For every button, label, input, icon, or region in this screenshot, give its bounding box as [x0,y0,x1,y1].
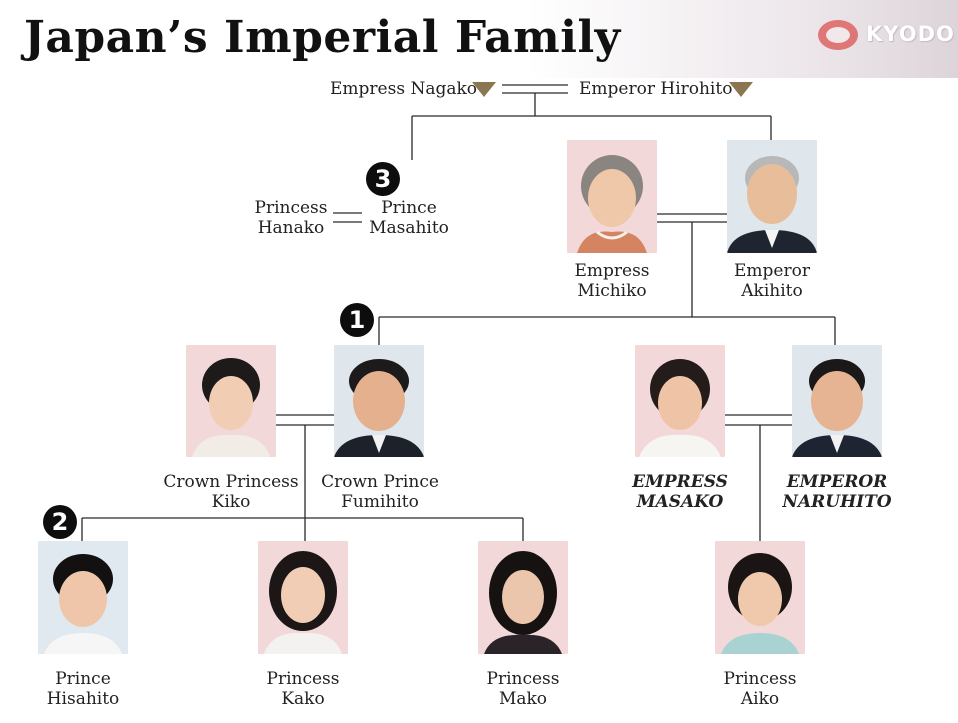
kyodo-logo-text: KYODO [866,22,955,46]
label-empress-nagako: Empress Nagako [330,79,478,99]
kyodo-logo-icon [818,20,858,50]
portrait-emperor-akihito [727,140,817,253]
portrait-emperor-naruhito [792,345,882,457]
portrait-princess-kako [258,541,348,654]
succession-badge-3: 3 [366,162,400,196]
portrait-crown-princess-kiko [186,345,276,457]
portrait-empress-michiko [567,140,657,253]
succession-badge-2: 2 [43,505,77,539]
deceased-marker-hirohito-icon [729,82,753,97]
succession-badge-1: 1 [340,303,374,337]
portrait-empress-masako [635,345,725,457]
header-band [0,0,958,78]
deceased-marker-nagako-icon [472,82,496,97]
portrait-prince-hisahito [38,541,128,654]
label-emperor-hirohito: Emperor Hirohito [579,79,733,99]
portrait-princess-mako [478,541,568,654]
page-title: Japan’s Imperial Family [24,12,621,63]
portrait-crown-prince-fumihito [334,345,424,457]
portrait-princess-aiko [715,541,805,654]
